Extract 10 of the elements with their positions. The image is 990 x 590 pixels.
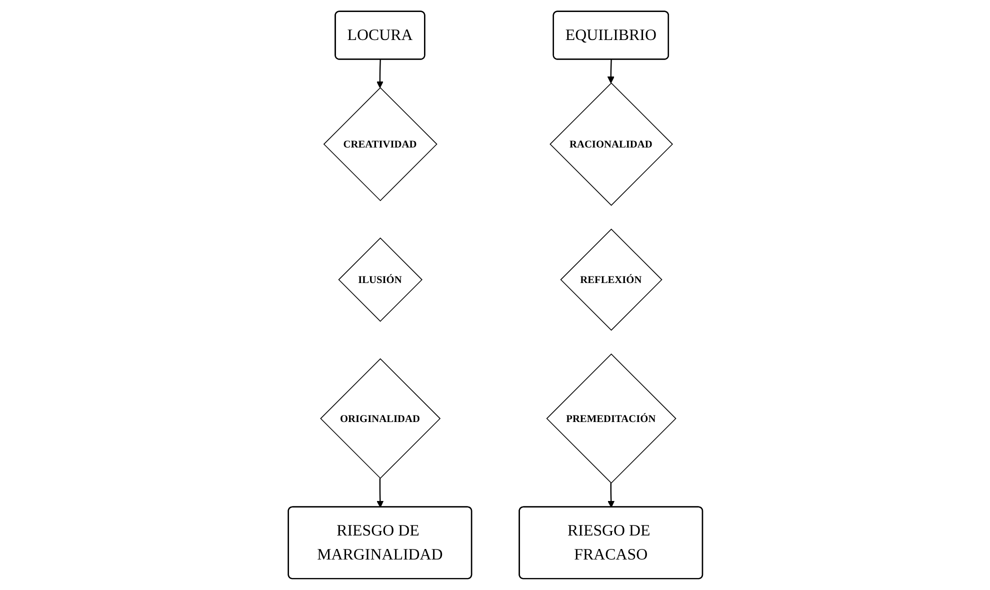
arrow [607,483,614,508]
arrow [376,60,384,88]
node-diamond: ORIGINALIDAD [320,358,440,479]
node-diamond: CREATIVIDAD [322,87,437,202]
node-diamond: PREMEDITACIÓN [546,354,676,484]
node-diamond: ILUSIÓN [338,238,422,322]
node-diamond: REFLEXIÓN [560,228,662,331]
node-diamond: RACIONALIDAD [549,82,673,206]
arrow [376,478,384,508]
arrow [606,60,614,84]
